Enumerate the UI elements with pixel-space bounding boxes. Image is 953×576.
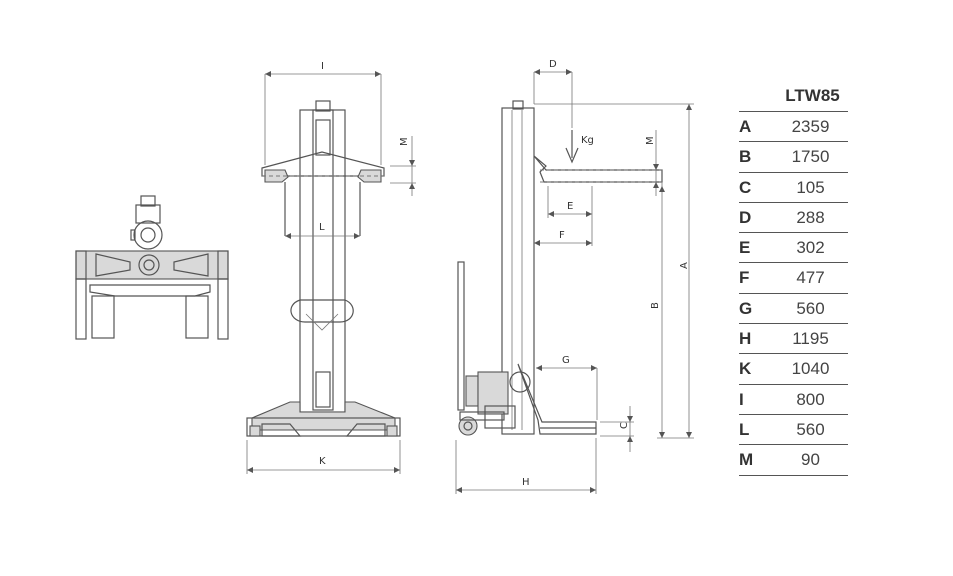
dimension-row-H: H 1195 [739, 323, 848, 353]
dimension-value: 1195 [792, 329, 829, 349]
dim-label-E: E [567, 201, 573, 212]
dimension-key: I [739, 389, 744, 409]
model-header: LTW85 [785, 86, 840, 105]
side-view: D Kg M E F A [455, 59, 694, 494]
dimension-row-C: C 105 [739, 171, 848, 202]
dim-label-I: I [321, 61, 324, 72]
dim-label-D: D [549, 59, 557, 70]
dim-label-M-side: M [645, 136, 656, 145]
dimension-key: G [739, 298, 753, 318]
dimension-row-K: K 1040 [739, 353, 848, 383]
dimension-value: 105 [796, 177, 825, 197]
top-view [75, 195, 229, 340]
dimension-row-D: D 288 [739, 201, 848, 232]
dim-label-M-front: M [399, 137, 410, 146]
dimension-row-M: M 90 [739, 444, 848, 476]
dimension-value: 477 [796, 268, 825, 288]
dim-label-K: K [319, 456, 326, 467]
dimension-key: A [739, 117, 752, 136]
dimension-value: 560 [796, 419, 825, 439]
dimension-key: E [739, 238, 751, 258]
dim-label-F: F [559, 230, 565, 241]
dimension-value: 1750 [791, 147, 830, 167]
dim-label-Kg: Kg [581, 135, 594, 146]
dimension-value: 1040 [791, 359, 830, 379]
dimension-value: 800 [796, 389, 825, 409]
dimension-row-F: F 477 [739, 262, 848, 292]
dim-label-B: B [650, 302, 661, 309]
dimension-value: 288 [796, 207, 825, 227]
dimension-key: C [739, 177, 752, 197]
dimension-row-L: L 560 [739, 413, 848, 444]
dimension-value: 90 [801, 450, 820, 470]
dimension-key: K [739, 359, 752, 379]
dimension-key: F [739, 268, 750, 288]
dimension-row-G: G 560 [739, 292, 848, 323]
dim-label-G: G [562, 355, 570, 366]
dimension-key: D [739, 207, 752, 227]
dimension-key: L [739, 419, 750, 439]
dimension-key: H [739, 329, 752, 349]
dimension-row-E: E 302 [739, 232, 848, 262]
dimension-value: 2359 [791, 117, 830, 136]
dimension-key: M [739, 450, 754, 470]
dimension-value: 560 [796, 298, 825, 318]
dim-label-C: C [619, 422, 630, 429]
dimension-value: 302 [796, 238, 825, 258]
dim-label-A: A [679, 262, 690, 269]
dim-label-L: L [319, 222, 325, 233]
dimension-row-A: A 2359 [739, 111, 848, 141]
front-view: I M L [246, 61, 416, 474]
dimension-row-I: I 800 [739, 383, 848, 414]
dimension-row-B: B 1750 [739, 141, 848, 171]
dim-label-H: H [522, 477, 530, 488]
dimension-key: B [739, 147, 752, 167]
